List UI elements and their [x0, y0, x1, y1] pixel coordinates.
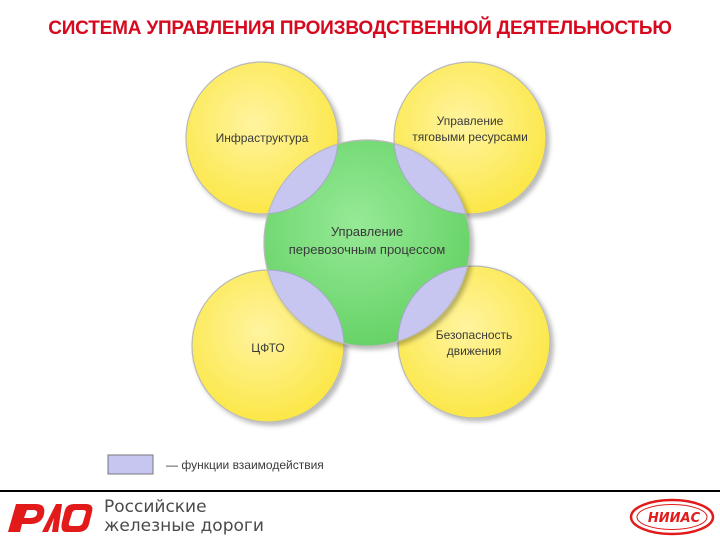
label-center-line2: перевозочным процессом — [289, 242, 446, 257]
page-title: СИСТЕМА УПРАВЛЕНИЯ ПРОИЗВОДСТВЕННОЙ ДЕЯТ… — [48, 18, 672, 39]
niias-logo-text: НИИАС — [648, 511, 701, 526]
label-traction-line1: Управление — [437, 114, 504, 128]
rzd-line1: Российские — [104, 497, 207, 517]
footer-divider — [0, 490, 720, 492]
label-safety-line1: Безопасность — [436, 328, 513, 342]
label-infrastructure: Инфраструктура — [216, 131, 309, 145]
legend-text: — функции взаимодействия — [166, 458, 324, 472]
overlap-traction-resources — [393, 140, 470, 215]
label-safety-line2: движения — [447, 344, 502, 358]
legend-swatch — [107, 454, 154, 475]
rzd-logo — [8, 504, 93, 532]
label-center-line1: Управление — [331, 224, 403, 239]
label-cfto: ЦФТО — [251, 341, 284, 355]
rzd-line2: железные дороги — [104, 516, 264, 536]
overlap-infrastructure — [264, 140, 339, 215]
niias-logo: НИИАС — [629, 498, 715, 536]
label-traction-line2: тяговыми ресурсами — [412, 130, 528, 144]
rzd-wordmark: Российские железные дороги — [104, 498, 264, 536]
